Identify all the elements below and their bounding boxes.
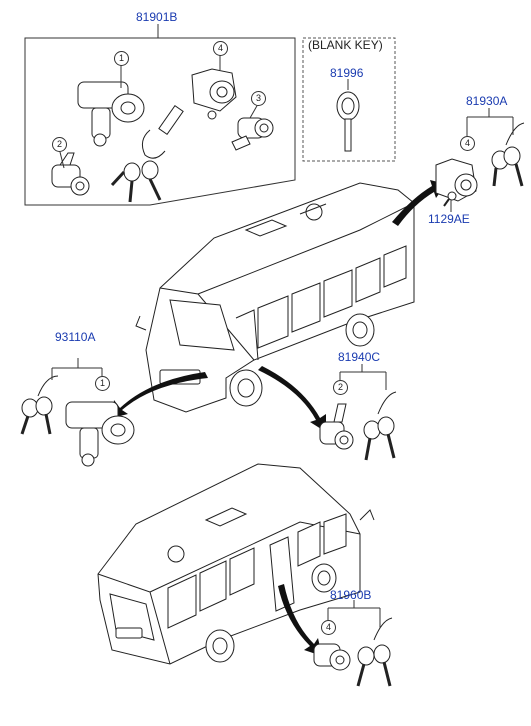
blank-key-drawing [336,91,360,152]
ignition-lock-kit-drawing [77,81,145,147]
bus-rear-drawing [97,463,375,665]
callout-4-side-door: 4 [460,136,475,151]
kit-frame [24,37,296,206]
label-93110a: 93110A [55,330,96,344]
callout-4-kit: 4 [213,41,228,56]
callout-1-kit: 1 [114,51,129,66]
kit-keys-drawing [110,104,184,203]
callout-2-kit: 2 [52,137,67,152]
door-lock-kit-4-drawing [191,68,237,120]
label-1129ae: 1129AE [428,212,470,226]
front-door-lock-drawing [319,391,397,461]
label-81930a: 81930A [466,94,508,108]
bus-front-drawing [135,182,415,413]
callout-1-ignition: 1 [95,376,110,391]
cylinder-kit-2-drawing [51,152,90,196]
callout-3-kit: 3 [251,91,266,106]
screw-drawing [443,191,457,207]
label-81940c: 81940C [338,350,381,364]
arrow-front-door [258,366,326,432]
rear-door-lock-drawing [313,617,393,687]
ignition-lock-drawing [20,375,135,467]
callout-4-rear-door: 4 [321,620,336,635]
label-81996: 81996 [330,66,364,80]
label-81960b: 81960B [330,588,372,602]
side-door-lock-drawing [435,122,525,202]
label-blank-key: (BLANK KEY) [308,38,383,52]
arrow-ignition [112,372,208,418]
cylinder-kit-3-drawing [231,117,274,151]
blank-key-frame [302,37,396,162]
callout-2-front-door: 2 [333,380,348,395]
label-81901b: 81901B [136,10,178,24]
arrow-side-door [392,180,446,226]
